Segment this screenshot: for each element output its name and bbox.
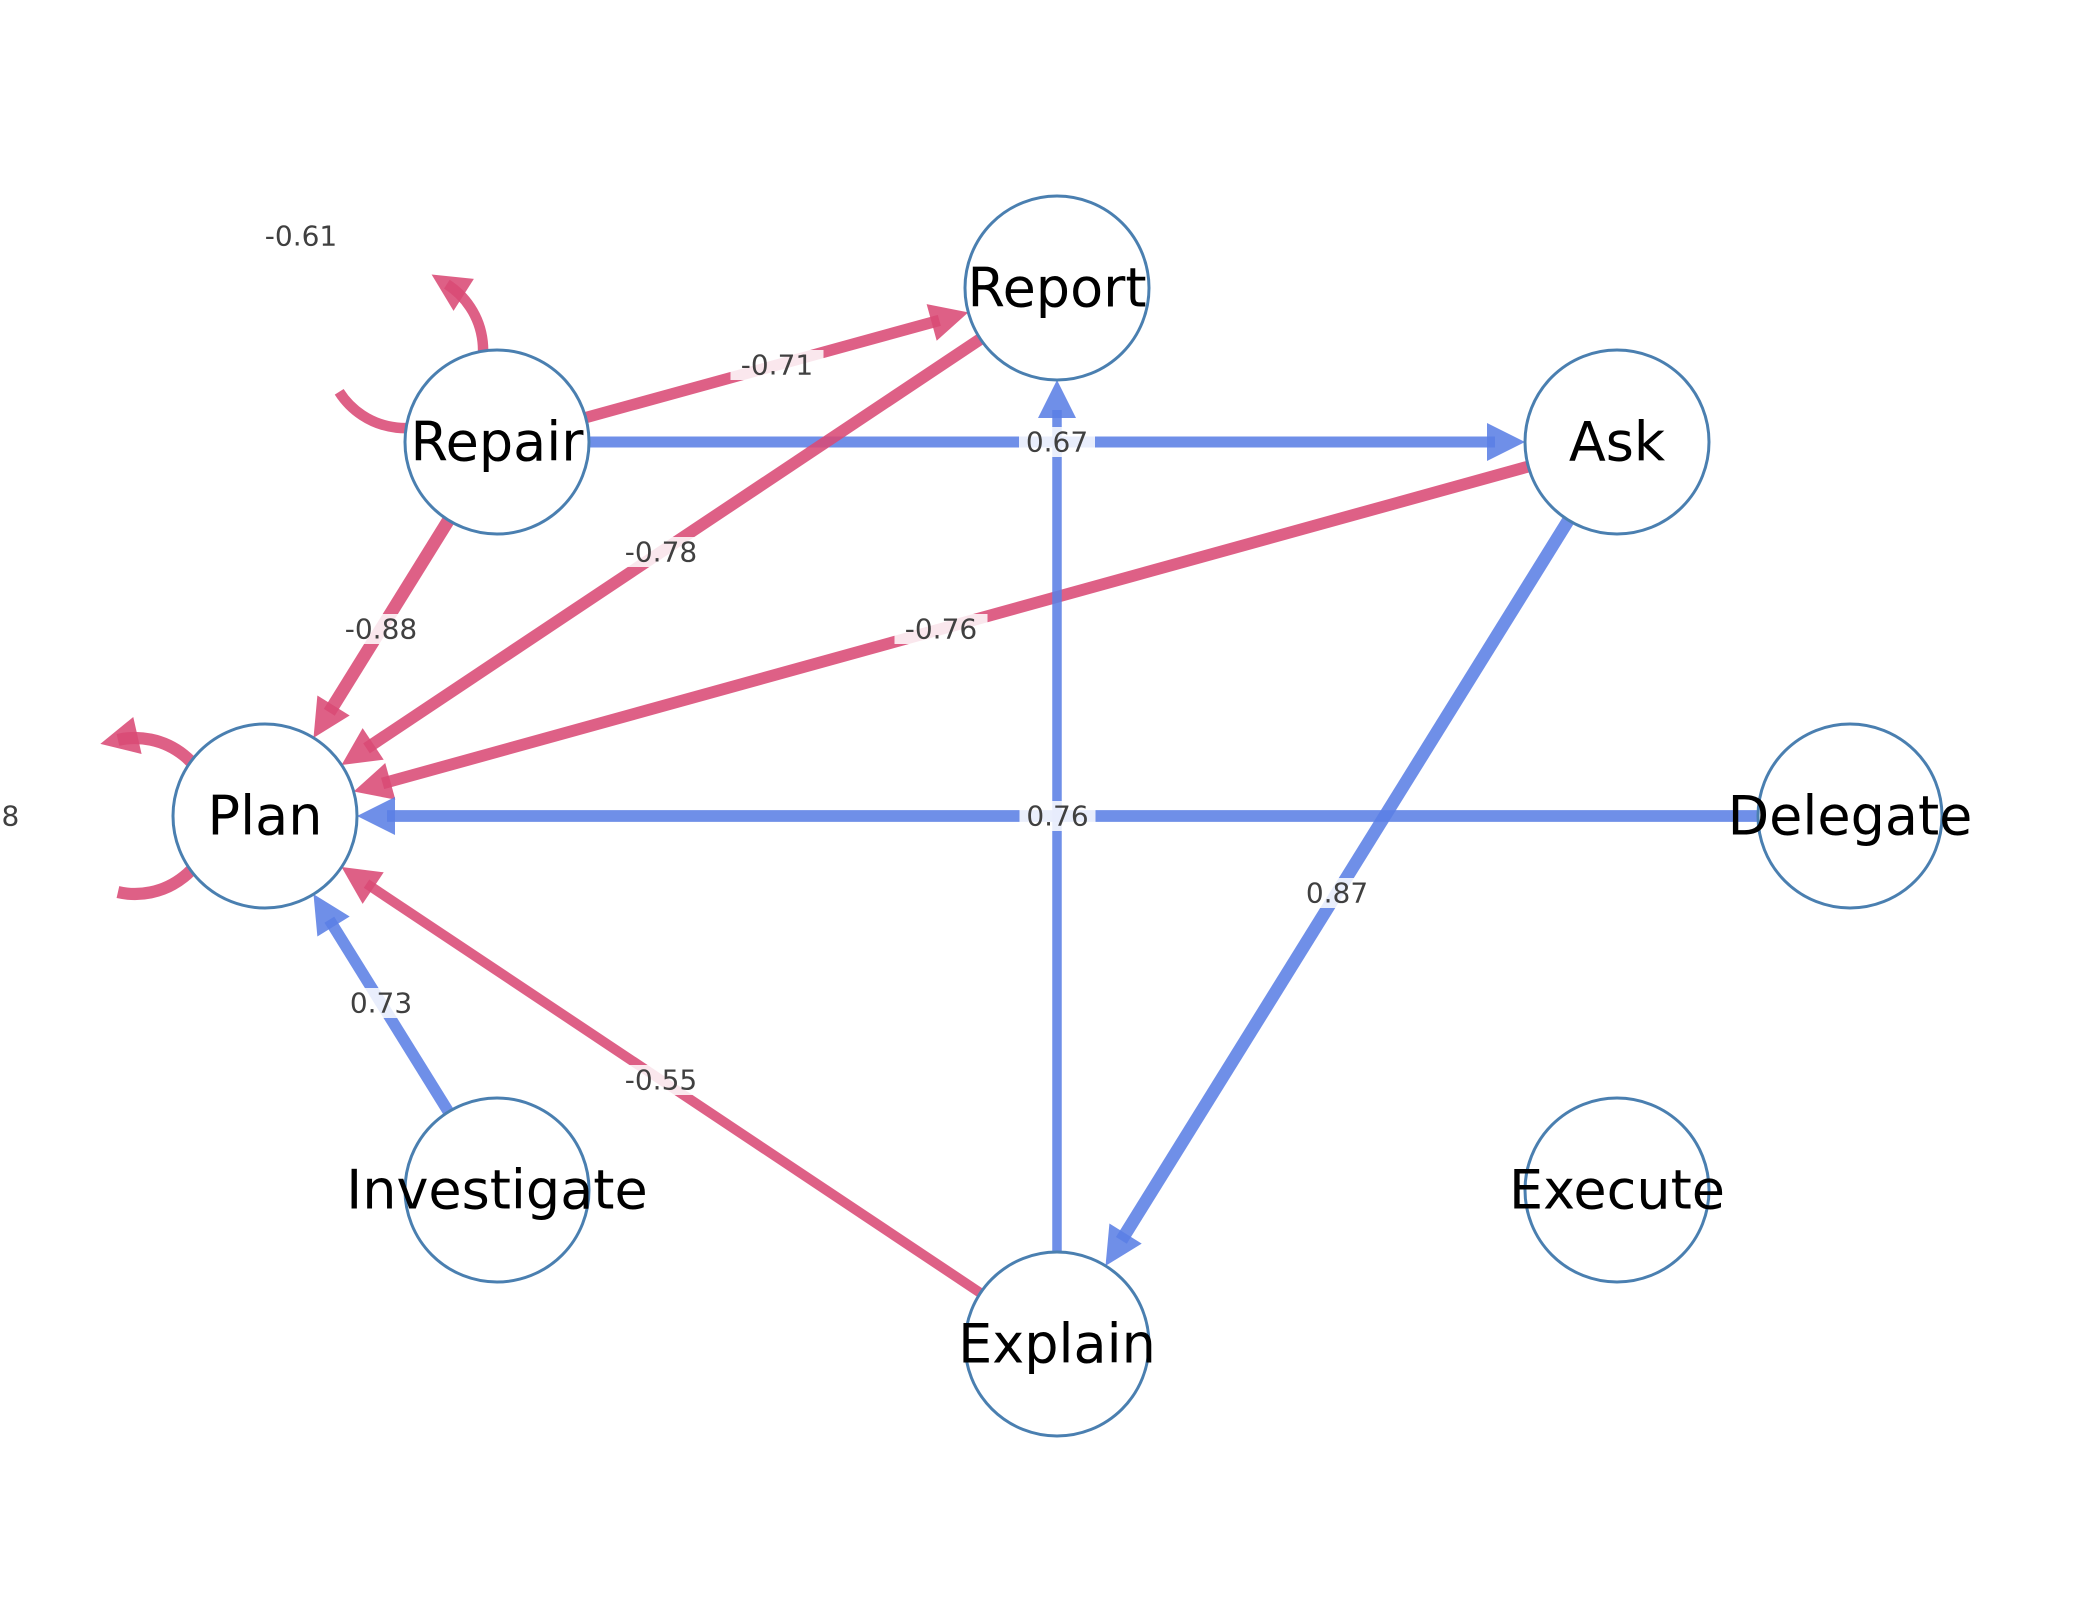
edge-investigate-to-plan-label-bg [343,988,419,1018]
node-explain-label: Explain [958,1313,1156,1376]
node-report: Report [963,194,1151,382]
edge-ask-to-plan-label-group: -0.76 [894,613,988,646]
edge-ask-to-plan-arrowhead [353,763,396,800]
node-plan: Plan [171,722,359,910]
node-investigate-label: Investigate [346,1159,647,1222]
node-delegate: Delegate [1728,722,1973,910]
edge-report-to-plan-label-group: -0.78 [614,536,708,569]
edge-report-to-plan-label: -0.78 [625,536,697,569]
node-execute-circle [1523,1096,1711,1284]
node-plan-circle [171,722,359,910]
edge-repair-to-ask-arrowhead [1487,423,1525,461]
node-ask-label: Ask [1569,411,1666,474]
edge-ask-to-explain-label: 0.87 [1306,877,1368,910]
node-execute-label: Execute [1509,1159,1725,1222]
node-delegate-circle [1756,722,1944,910]
edge-labels-layer: -0.61 -0.8 -0.71 0.67 -0.78 -0.88 -0.76 0.76 0.8… [0,220,1375,1097]
node-ask-circle [1523,348,1711,536]
edge-explain-to-plan-arrowhead [341,867,384,904]
edge-ask-to-explain-label-group: 0.87 [1299,877,1375,910]
edge-repair-to-plan-label-group: -0.88 [334,613,428,646]
edge-plan-to-plan-label: -0.8 [0,800,19,833]
edge-delegate-to-plan-label: 0.76 [1026,800,1088,833]
node-investigate: Investigate [346,1096,648,1284]
edge-plan-to-plan-arrowhead [100,716,142,755]
edge-repair-to-report-label-group: -0.71 [730,349,824,382]
edge-report-to-plan-label-bg [614,537,708,567]
edge-plan-to-plan-label-group: -0.8 [0,800,19,833]
edge-explain-to-plan-label: -0.55 [625,1064,697,1097]
node-repair-circle [403,348,591,536]
node-ask: Ask [1523,348,1711,536]
edge-explain-to-plan-label-bg [614,1065,708,1095]
edge-repair-to-repair-label-group: -0.61 [265,220,337,253]
edge-delegate-to-plan-arrowhead [357,797,395,835]
edge-repair-to-ask-label-bg [1019,427,1095,457]
edge-delegate-to-plan-label-bg [1019,801,1096,831]
node-investigate-circle [403,1096,591,1284]
edge-repair-to-ask-label-group: 0.67 [1019,426,1095,459]
edge-report-to-plan-arrowhead [341,728,384,765]
edge-ask-to-plan-label: -0.76 [905,613,977,646]
node-report-label: Report [967,257,1146,320]
edge-ask-to-explain-label-bg [1299,878,1375,908]
node-explain: Explain [958,1250,1156,1438]
edge-delegate-to-plan-label-group: 0.76 [1019,800,1096,833]
edge-repair-to-repair-label: -0.61 [265,220,337,253]
edge-repair-to-report-label: -0.71 [741,349,813,382]
node-delegate-label: Delegate [1728,785,1973,848]
edge-repair-to-report-label-bg [730,350,824,380]
node-plan-label: Plan [208,785,323,848]
edge-ask-to-plan-label-bg [894,614,988,644]
edge-explain-to-plan-label-group: -0.55 [614,1064,708,1097]
edge-ask-to-explain-arrowhead [1105,1223,1142,1266]
node-report-circle [963,194,1151,382]
edge-repair-to-repair-arrowhead [431,274,474,311]
edge-repair-to-ask-label: 0.67 [1026,426,1088,459]
node-execute: Execute [1509,1096,1725,1284]
node-repair: Repair [403,348,591,536]
edge-repair-to-plan-label: -0.88 [345,613,417,646]
edge-repair-to-plan-arrowhead [313,695,350,738]
edge-investigate-to-plan-arrowhead [313,894,350,937]
edge-investigate-to-plan-label-group: 0.73 [343,987,419,1020]
edge-repair-to-plan-label-bg [334,614,428,644]
edge-investigate-to-plan-label: 0.73 [350,987,412,1020]
edge-explain-to-report-arrowhead [1038,380,1076,418]
node-explain-circle [963,1250,1151,1438]
node-repair-label: Repair [411,411,585,474]
edge-repair-to-report-arrowhead [926,304,969,341]
